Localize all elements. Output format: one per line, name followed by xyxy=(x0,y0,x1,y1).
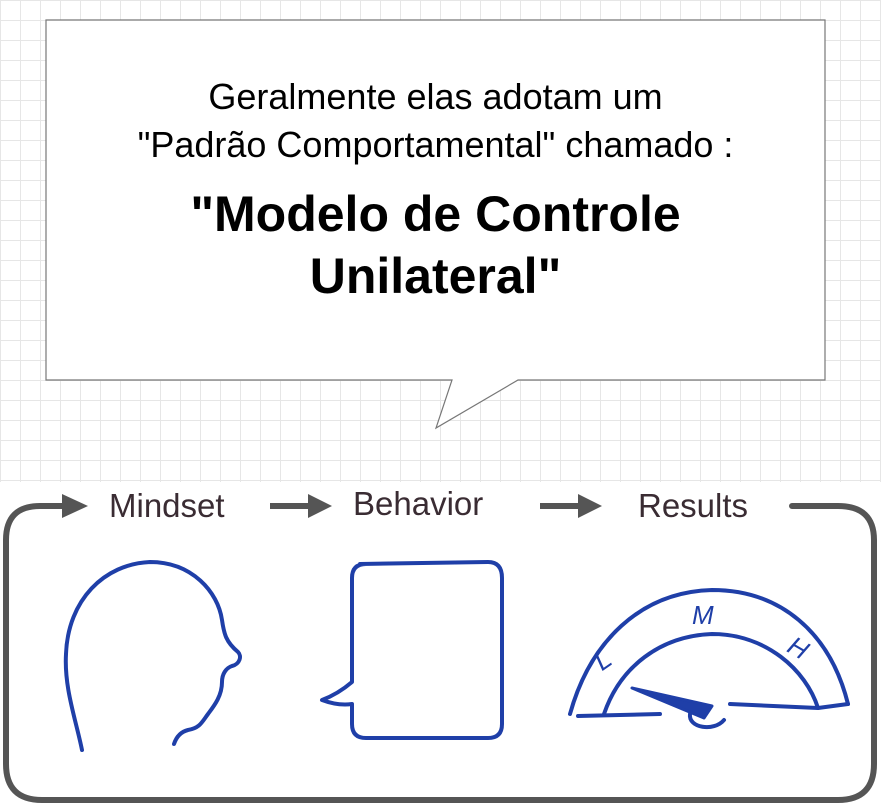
intro-line-2: "Padrão Comportamental" chamado : xyxy=(137,124,734,165)
callout-highlight: "Modelo de Controle Unilateral" xyxy=(46,183,825,307)
highlight-line-1: "Modelo de Controle xyxy=(190,186,681,242)
diagram-drawing: L M H xyxy=(3,494,877,803)
step-label-mindset: Mindset xyxy=(103,486,231,526)
callout-intro: Geralmente elas adotam um "Padrão Compor… xyxy=(46,73,825,169)
intro-line-1: Geralmente elas adotam um xyxy=(208,76,663,117)
arrow-icon xyxy=(308,494,332,518)
callout-text: Geralmente elas adotam um "Padrão Compor… xyxy=(46,20,825,307)
gauge-label-medium: M xyxy=(692,600,714,630)
speech-bubble-icon xyxy=(320,560,504,740)
speech-callout xyxy=(45,19,826,430)
mindset-behavior-results-diagram: L M H Mindset Behavior Results xyxy=(0,482,881,809)
gauge-icon xyxy=(568,587,850,730)
feedback-loop-frame xyxy=(3,503,877,803)
head-profile-icon xyxy=(63,560,242,752)
highlight-line-2: Unilateral" xyxy=(309,248,562,304)
arrow-icon xyxy=(578,494,602,518)
step-label-behavior: Behavior xyxy=(347,484,490,524)
step-label-results: Results xyxy=(632,486,755,526)
loop-arrowhead-icon xyxy=(62,494,88,518)
callout-shape xyxy=(45,19,826,430)
